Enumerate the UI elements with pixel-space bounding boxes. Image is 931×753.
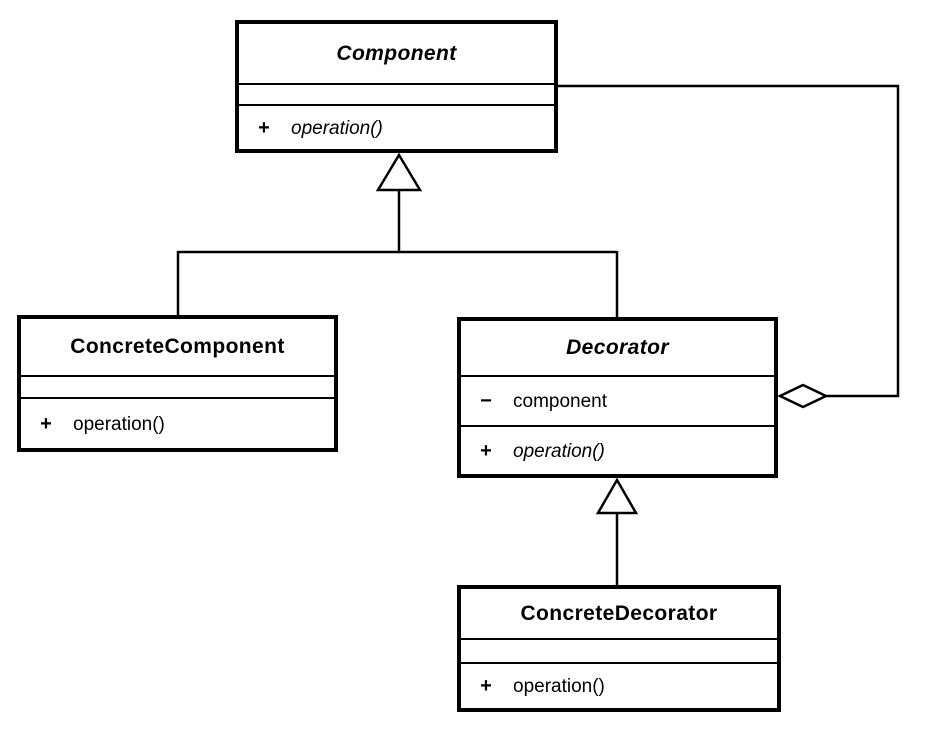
attributes-section: [239, 83, 554, 104]
attributes-section: [21, 375, 334, 397]
class-title: Decorator: [566, 336, 669, 359]
visibility-sign: −: [480, 390, 492, 412]
visibility-sign: +: [480, 675, 492, 697]
method-row: + operation(): [479, 676, 777, 696]
method-row: + operation(): [257, 118, 554, 138]
methods-section: + operation(): [461, 662, 777, 708]
class-box-concrete-component: ConcreteComponent + operation(): [17, 315, 338, 452]
attributes-section: [461, 638, 777, 662]
attribute-row: − component: [479, 391, 774, 411]
class-title: ConcreteDecorator: [520, 601, 718, 625]
visibility-sign: +: [480, 439, 492, 462]
method-row: + operation(): [39, 414, 334, 434]
methods-section: + operation(): [21, 397, 334, 448]
methods-section: + operation(): [461, 425, 774, 474]
generalization-triangle-icon: [595, 477, 639, 515]
aggregation-connector: [554, 84, 900, 398]
aggregation-diamond-icon: [777, 383, 829, 409]
class-box-decorator: Decorator − component + operation(): [457, 317, 778, 478]
methods-section: + operation(): [239, 104, 554, 149]
visibility-sign: +: [258, 116, 270, 139]
method-name: operation(): [513, 676, 605, 697]
class-title: ConcreteComponent: [70, 335, 285, 358]
attributes-section: − component: [461, 375, 774, 425]
generalization-triangle-icon: [375, 152, 423, 192]
method-name: operation(): [513, 440, 605, 462]
method-row: + operation(): [479, 441, 774, 461]
class-title: Component: [336, 41, 457, 65]
class-box-concrete-decorator: ConcreteDecorator + operation(): [457, 585, 781, 712]
class-box-component: Component + operation(): [235, 20, 558, 153]
generalization-connector-to-component: [176, 190, 619, 322]
visibility-sign: +: [40, 412, 52, 435]
method-name: operation(): [291, 117, 383, 139]
method-name: operation(): [73, 413, 165, 435]
attribute-name: component: [513, 391, 608, 412]
